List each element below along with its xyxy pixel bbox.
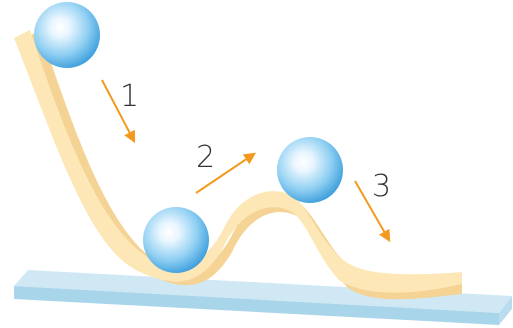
arrow-step-2 [195, 152, 256, 194]
step-label-2: 2 [196, 140, 215, 175]
base-plate [14, 270, 512, 325]
ball-hill [277, 137, 343, 203]
arrow-step-3 [354, 180, 391, 243]
step-label-3: 3 [372, 169, 391, 204]
arrow-step-1 [101, 79, 136, 144]
step-label-1: 1 [120, 79, 139, 114]
ball-start [34, 2, 100, 68]
track-side [26, 30, 462, 300]
ball-valley [143, 207, 209, 273]
